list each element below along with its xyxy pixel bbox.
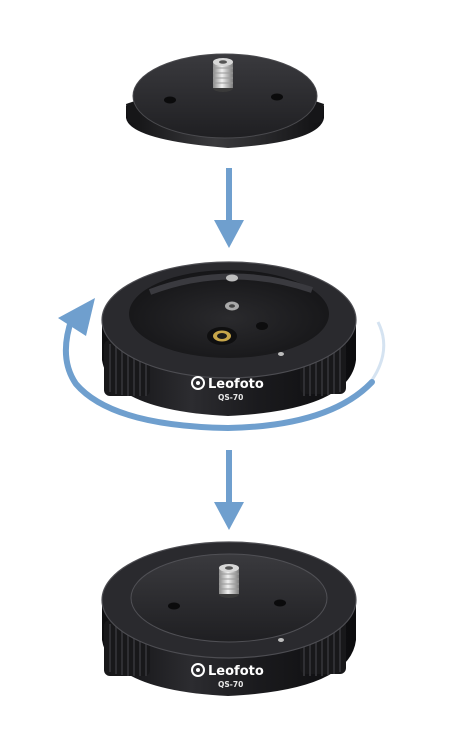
mounting-screw-top — [213, 58, 233, 92]
leofoto-logo-icon-bottom — [191, 663, 205, 677]
rotate-arrow-front — [58, 298, 375, 432]
quick-release-clamp: Leofoto QS-70 — [101, 261, 357, 416]
brand-label-bottom: Leofoto — [208, 664, 264, 679]
leofoto-logo-icon — [191, 376, 205, 390]
mounting-screw-bottom — [219, 564, 239, 598]
down-arrow-icon — [214, 168, 244, 248]
rotate-arrow-icon — [370, 321, 386, 381]
assembled-quick-release: Leofoto QS-70 — [101, 541, 357, 696]
model-label-bottom: QS-70 — [218, 680, 243, 689]
top-quick-release-plate — [126, 53, 324, 148]
down-arrow-icon-2 — [214, 450, 244, 530]
brand-label: Leofoto — [208, 377, 264, 392]
model-label: QS-70 — [218, 393, 243, 402]
